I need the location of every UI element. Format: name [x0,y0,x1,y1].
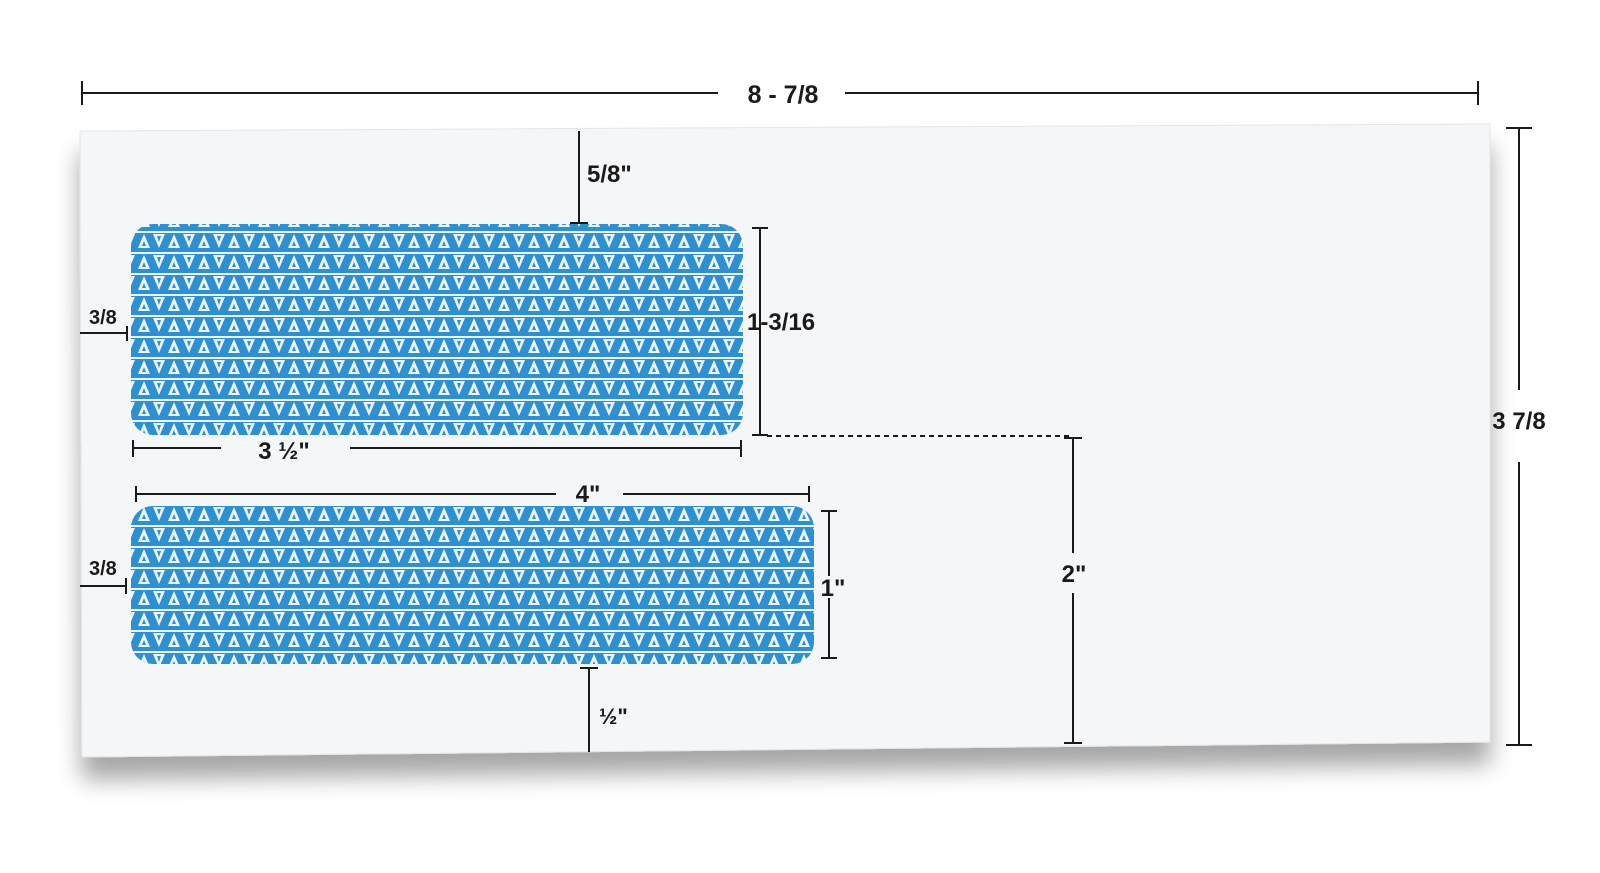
address-window-bottom [131,506,814,664]
window2-width-dimension [135,486,810,502]
window2-offset-dimension [767,435,1082,744]
window2-height-dimension [821,510,837,659]
overall-height-dimension [1506,127,1532,746]
overall-width-label: 8 - 7/8 [748,81,819,109]
window1-width-label: 3 ½" [258,438,309,465]
window2-left-margin-label: 3/8 [89,558,117,580]
bottom-margin-dimension [580,667,598,752]
top-margin-dimension [570,131,588,224]
window2-width-label: 4" [576,481,601,508]
overall-width-dimension [81,81,1479,105]
bottom-margin-label: ½" [599,704,628,729]
overall-height-label: 3 7/8 [1492,408,1545,435]
window2-offset-label: 2" [1062,561,1087,588]
window1-left-margin-label: 3/8 [89,307,117,329]
window1-width-dimension [132,440,742,457]
window1-height-dimension [752,227,768,436]
window2-height-label: 1" [821,575,846,602]
window2-left-margin-dimension [80,578,127,594]
address-window-top [131,224,743,435]
window1-height-label: 1-3/16 [747,309,815,336]
top-margin-label: 5/8" [587,161,632,188]
window1-left-margin-dimension [80,326,128,341]
